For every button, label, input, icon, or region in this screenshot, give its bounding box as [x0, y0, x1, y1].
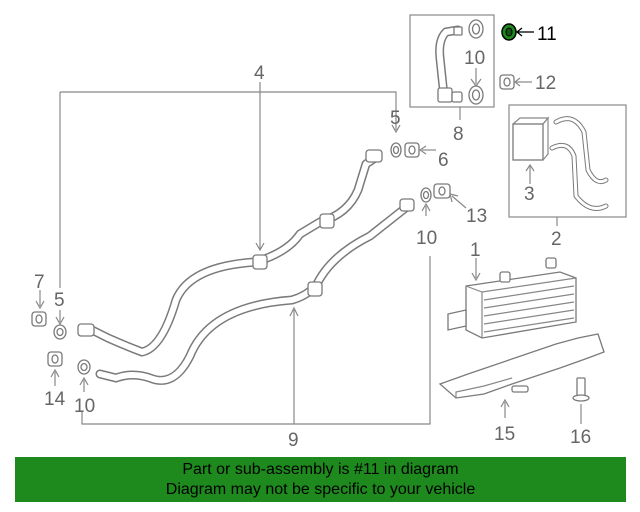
callout-10-inset: 10	[464, 48, 485, 69]
callout-12: 12	[535, 73, 556, 94]
callout-6: 6	[438, 150, 449, 171]
part-12-nut	[499, 74, 515, 90]
part-5-oring-lower	[53, 324, 67, 340]
callout-5-upper: 5	[390, 108, 401, 129]
callout-7: 7	[34, 272, 45, 293]
shield-15	[438, 333, 605, 399]
banner-line-2: Diagram may not be specific to your vehi…	[165, 481, 476, 498]
part-14-nut	[47, 351, 63, 367]
callout-9: 9	[288, 430, 299, 451]
hose-assembly-8	[435, 25, 463, 103]
callout-10-lower: 10	[74, 396, 95, 417]
part-10-oring-lower	[77, 359, 91, 375]
bolt-16	[572, 377, 590, 402]
callout-16: 16	[570, 427, 591, 448]
callout-15: 15	[494, 424, 515, 445]
callout-10-mid: 10	[416, 228, 437, 249]
cooler-bracket-3	[512, 116, 550, 161]
callout-4: 4	[254, 63, 265, 84]
part-10-oring-mid	[420, 187, 432, 203]
cooler-hose-9	[95, 198, 415, 385]
part-7-nut	[31, 311, 47, 327]
callout-14: 14	[44, 389, 66, 410]
part-6-nut	[404, 142, 420, 158]
callout-13: 13	[466, 206, 487, 227]
part-11-highlighted	[501, 23, 517, 41]
callout-1: 1	[470, 240, 481, 261]
callout-3: 3	[524, 184, 535, 205]
callout-8: 8	[453, 124, 464, 145]
oil-cooler-1	[447, 257, 577, 339]
part-13-fitting	[433, 183, 451, 199]
bracket-pipes-2	[549, 116, 609, 211]
o-ring-10-inset-bottom	[468, 85, 484, 105]
callout-2: 2	[551, 229, 562, 250]
info-banner: Part or sub-assembly is #11 in diagram D…	[15, 457, 626, 502]
part-5-oring-upper	[390, 142, 402, 158]
banner-line-1: Part or sub-assembly is #11 in diagram	[182, 461, 459, 478]
callout-11: 11	[537, 24, 557, 45]
cooler-hose-4	[77, 149, 383, 357]
callout-5-lower: 5	[54, 290, 65, 311]
o-ring-10-inset-top	[468, 19, 484, 39]
